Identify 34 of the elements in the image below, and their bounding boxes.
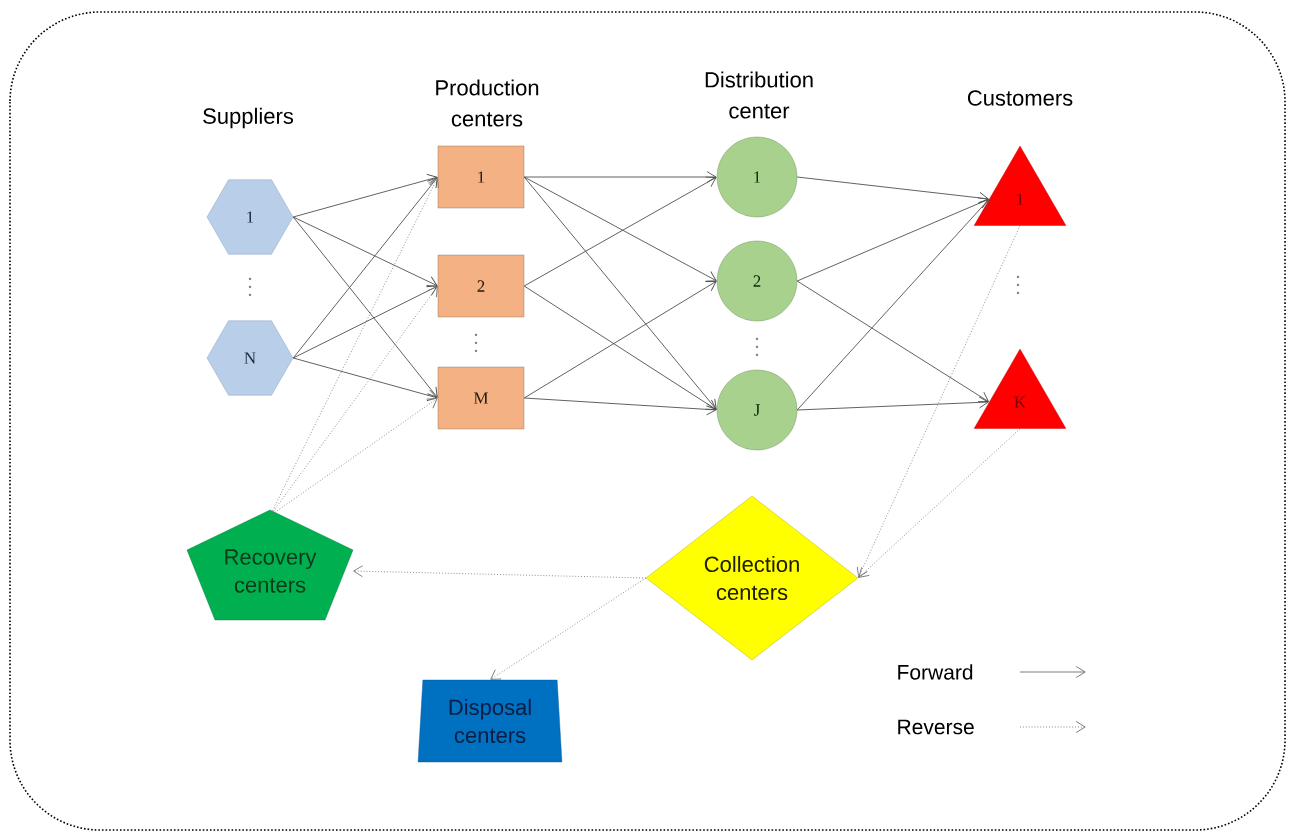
rectangle-node: 1: [437, 145, 525, 209]
arrow: [292, 357, 438, 402]
arrow: [292, 173, 438, 218]
hexagon-node: 1: [206, 179, 294, 255]
arrow: [292, 285, 438, 359]
arrow: [523, 176, 717, 410]
arrow: [490, 577, 647, 680]
arrow: [292, 216, 438, 398]
legend-text: Reverse: [898, 719, 974, 735]
arrow: [269, 398, 438, 517]
circle-node: J: [716, 369, 798, 451]
pentagon-node: Recovery centers: [186, 509, 354, 621]
arrow: [292, 177, 438, 359]
arrow: [796, 280, 989, 402]
diamond-node: Collection centers: [645, 495, 859, 661]
triangle-node: 1: [973, 145, 1067, 226]
hexagon-node: N: [206, 320, 294, 396]
arrow: [523, 171, 717, 183]
legend-text: Forward: [898, 664, 973, 680]
arrow: [858, 428, 1021, 578]
circle-node: 2: [716, 240, 798, 322]
arrow: [796, 197, 989, 282]
rectangle-node: M: [437, 366, 525, 430]
arrow: [856, 225, 1021, 578]
triangle-node: K: [973, 348, 1067, 429]
rectangle-node: 2: [437, 254, 525, 318]
trapezoid-node: Disposal centers: [417, 679, 563, 763]
circle-node: 1: [716, 136, 798, 218]
arrow: [269, 177, 439, 517]
arrow: [353, 565, 647, 579]
arrow: [292, 216, 438, 288]
arrow: [523, 397, 717, 416]
arrow: [796, 199, 990, 411]
arrow: [796, 396, 989, 411]
